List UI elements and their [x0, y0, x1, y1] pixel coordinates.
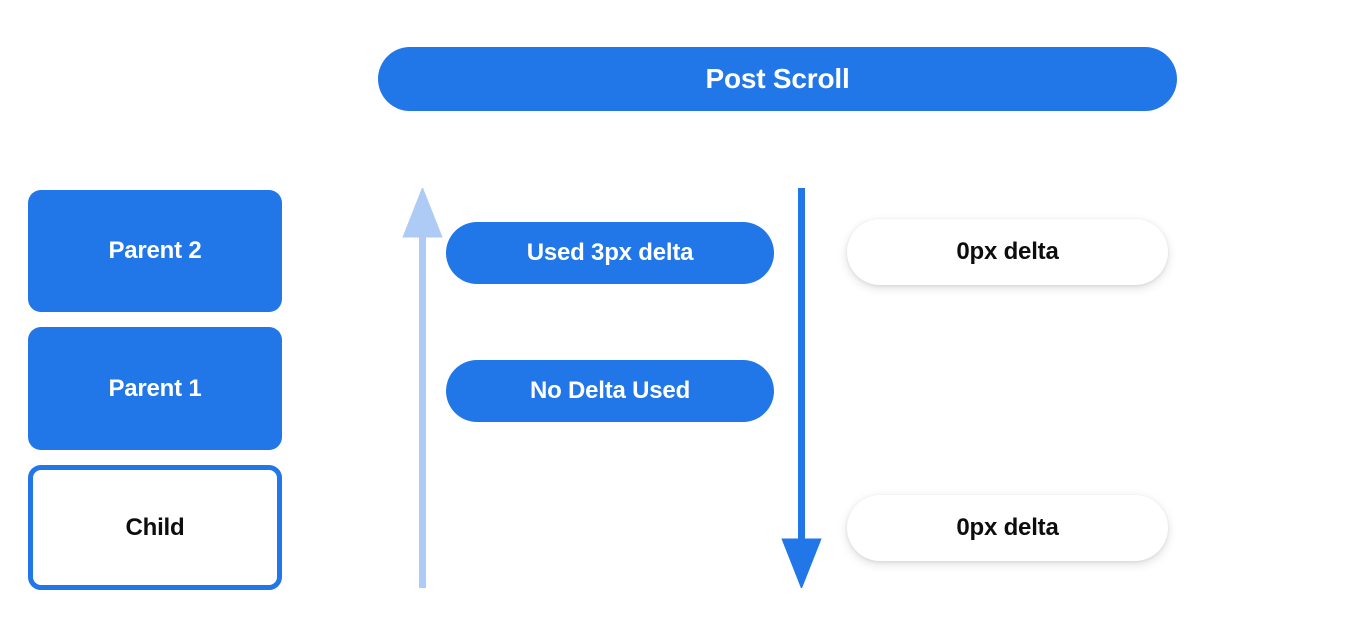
pill-label: 0px delta: [956, 514, 1059, 541]
stack-box-parent-1: Parent 1: [28, 327, 282, 450]
stack-box-parent-2: Parent 2: [28, 190, 282, 312]
pill-label: No Delta Used: [529, 377, 691, 404]
stack-box-label: Parent 1: [108, 374, 202, 402]
header-title: Post Scroll: [705, 63, 850, 94]
stack-box-label: Child: [125, 513, 185, 541]
pill-label: Used 3px delta: [526, 239, 694, 266]
pill-used-delta: Used 3px delta: [446, 222, 774, 284]
stack-box-child: Child: [28, 465, 282, 590]
pill-zero-delta-bottom: 0px delta: [847, 495, 1168, 561]
pill-zero-delta-top: 0px delta: [847, 219, 1168, 285]
pill-no-delta-used: No Delta Used: [446, 360, 774, 422]
down-arrow-icon: [781, 188, 822, 588]
post-scroll-header: Post Scroll: [378, 47, 1177, 111]
stack-box-label: Parent 2: [108, 237, 202, 264]
up-arrow-icon: [402, 188, 443, 588]
pill-label: 0px delta: [956, 238, 1059, 265]
